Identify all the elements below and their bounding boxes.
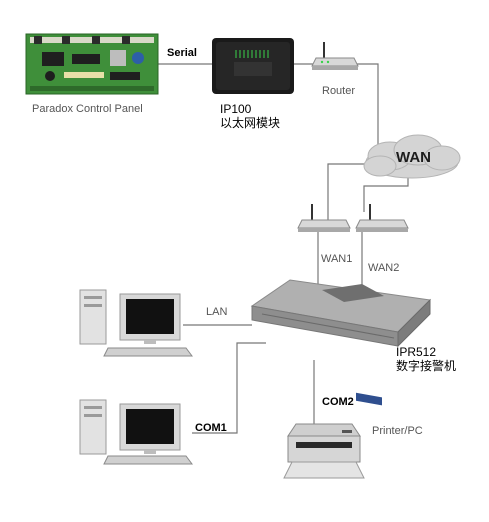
desktop-computer-icon [79,289,193,357]
printer-icon [283,423,365,479]
wan2-label: WAN2 [368,262,400,274]
lan-label: LAN [206,306,228,318]
printer-label: Printer/PC [372,425,423,437]
com2-label: COM2 [322,396,354,408]
rack-receiver-icon [250,279,432,406]
cloud-icon [363,134,461,179]
router-icon [311,42,359,70]
desktop-computer-icon [79,399,193,465]
router-wan-line [356,63,379,150]
router-label: Router [322,85,356,97]
wan-label: WAN [396,149,431,166]
connection-lines [158,63,409,434]
wan-router-2 [355,204,409,232]
com1-line [192,342,266,434]
control-panel-label: Paradox Control Panel [32,103,143,115]
ip100-label: IP100 [220,102,252,116]
ipr512-cn-label: 数字接警机 [396,359,457,373]
ethernet-module-icon [212,38,294,94]
ip100-cn-label: 以太网模块 [220,116,281,130]
circuit-board-icon [25,33,159,95]
com1-label: COM1 [195,422,227,434]
serial-label: Serial [167,47,197,59]
wan1-label: WAN1 [321,253,353,265]
wan-router-1 [297,204,351,232]
ipr512-label: IPR512 [396,345,437,359]
